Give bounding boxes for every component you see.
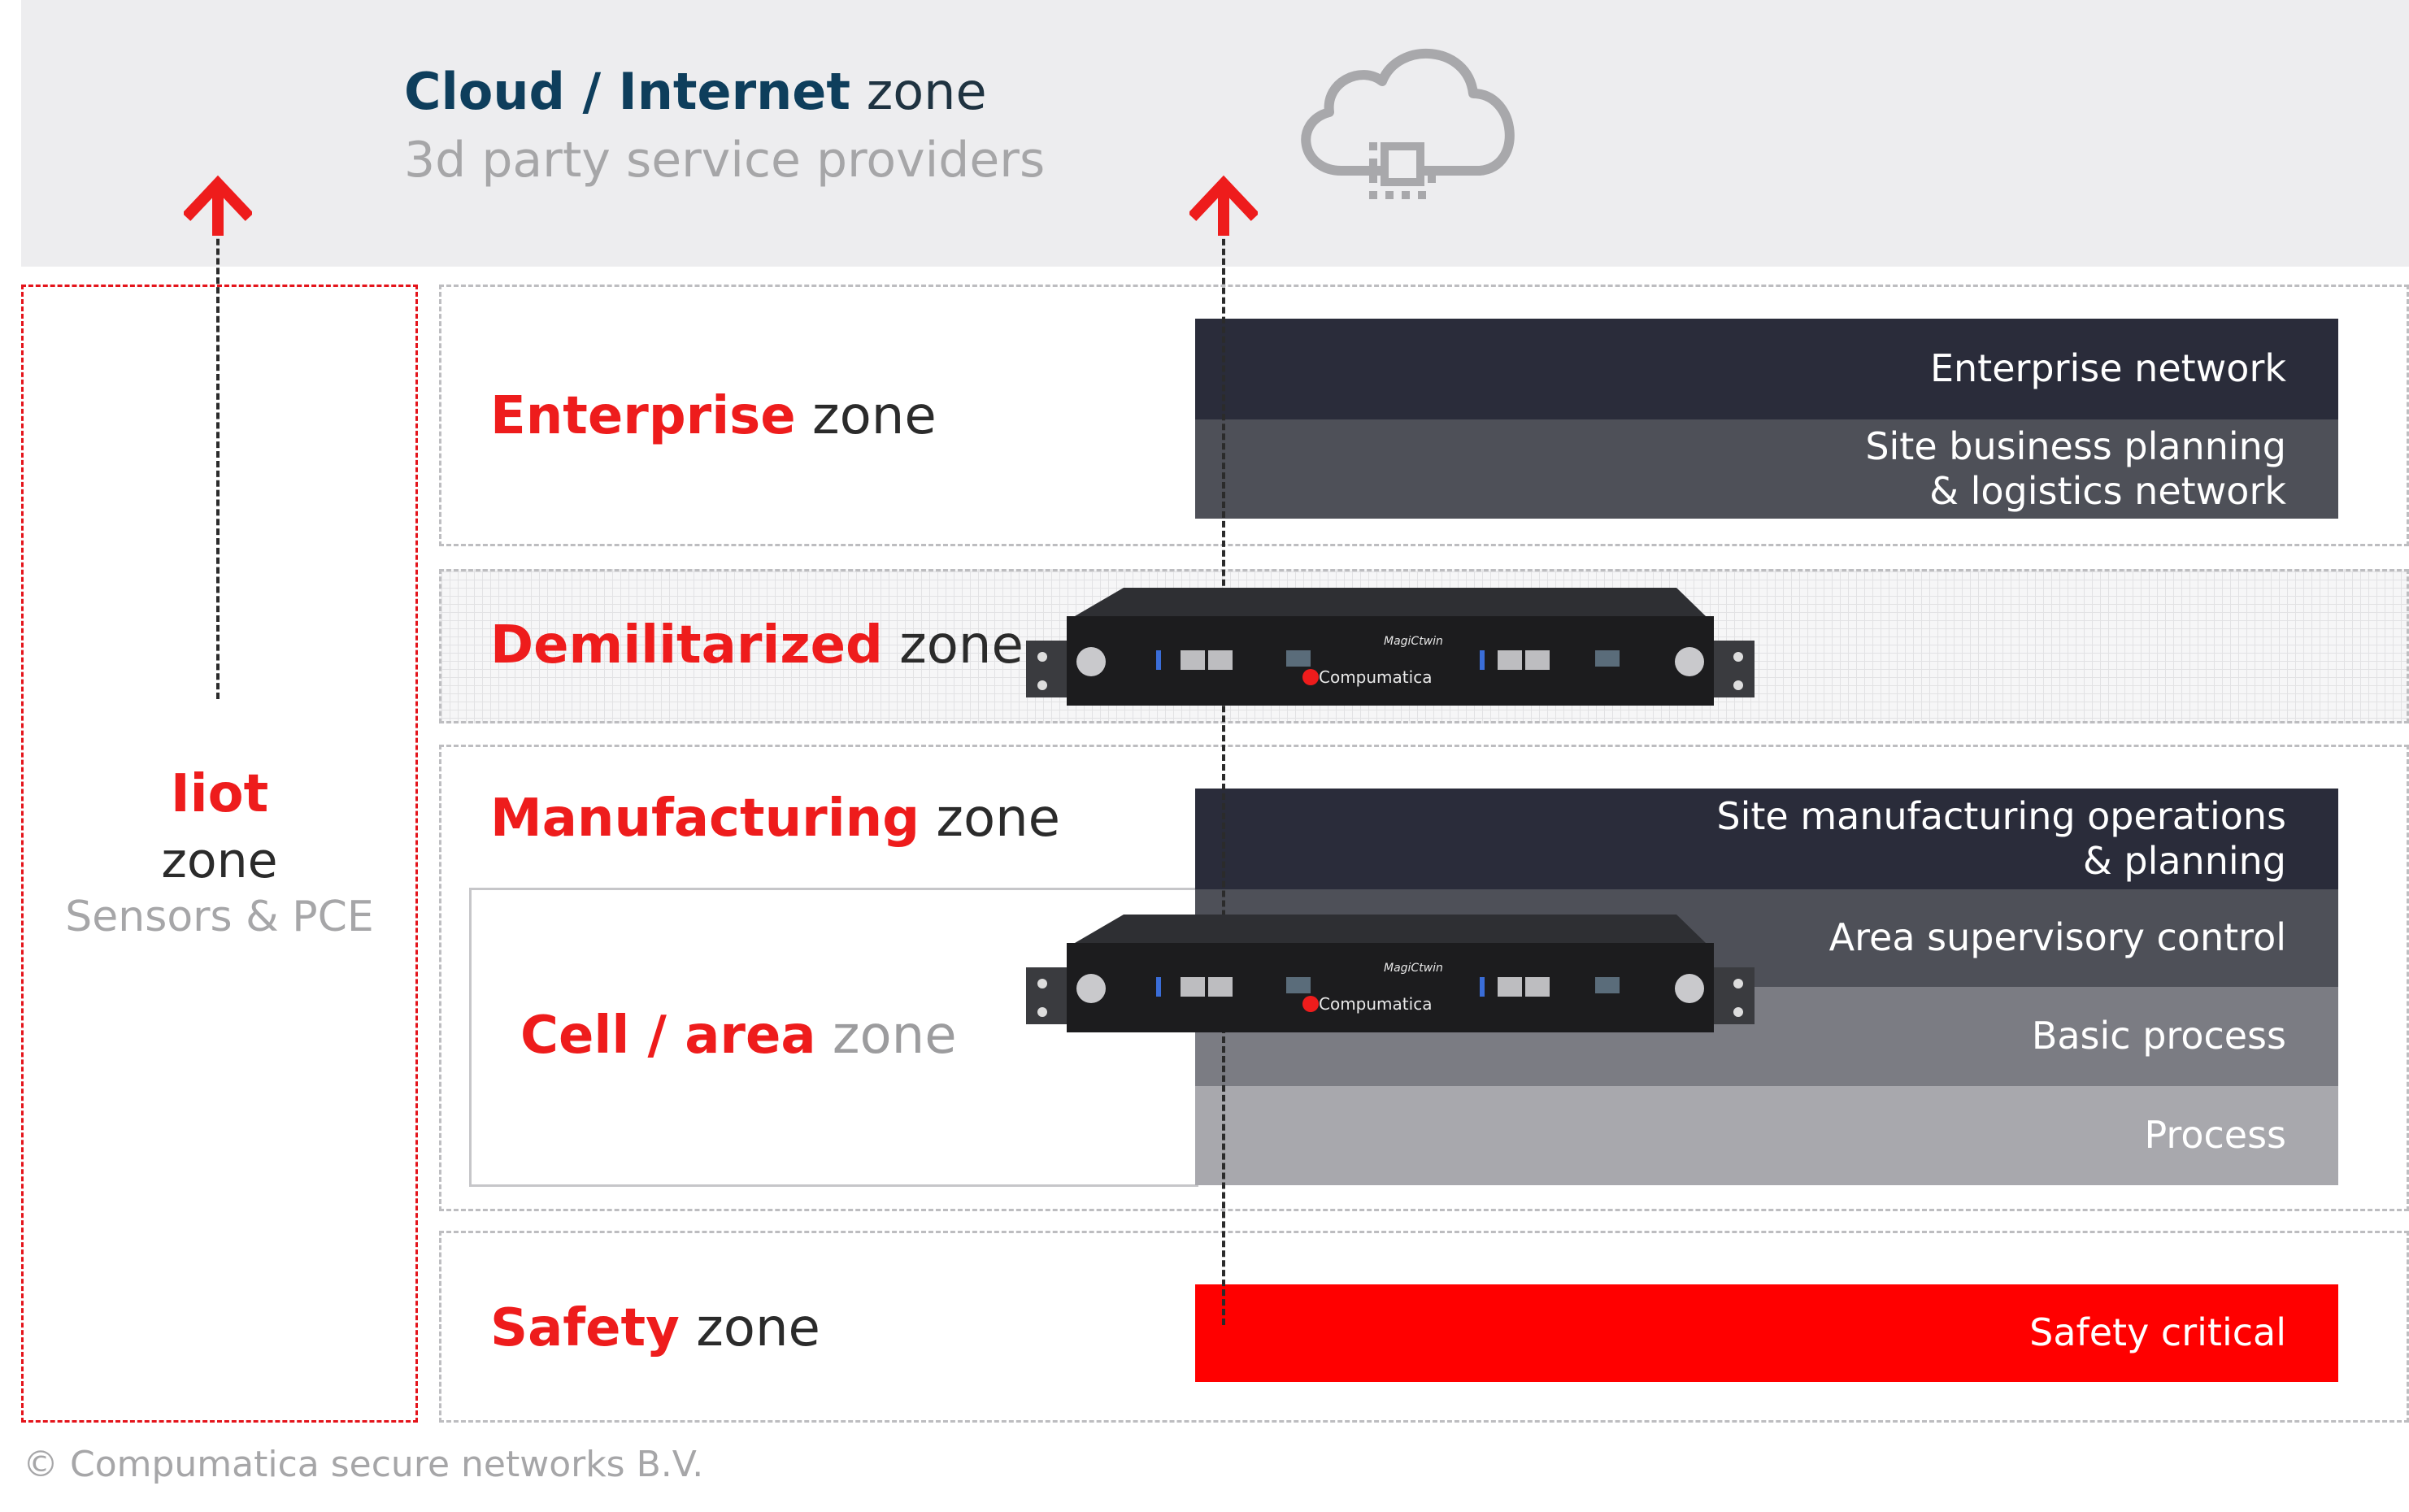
arrow-up-icon — [1189, 175, 1258, 236]
iiot-zone-title: Iiot — [170, 764, 269, 824]
layer-safety-critical: Safety critical — [1195, 1284, 2338, 1382]
layer-site-manufacturing: Site manufacturing operations & planning — [1195, 789, 2338, 889]
device-model-label: MagiCtwin — [1384, 962, 1443, 975]
firewall-device-cell: Compumatica MagiCtwin — [1026, 915, 1755, 1032]
cloud-zone-title-bold: Cloud / Internet — [404, 62, 850, 121]
main-connector-line — [1222, 219, 1225, 1325]
cloud-zone-title: Cloud / Internet zone — [404, 67, 987, 117]
cloud-internet-zone — [21, 0, 2409, 267]
manufacturing-zone-bold: Manufacturing — [490, 789, 920, 849]
layer-site-business-line1: Site business planning — [1865, 424, 2286, 468]
device-model-label: MagiCtwin — [1384, 635, 1443, 648]
enterprise-zone-box — [439, 285, 2409, 546]
iiot-zone-box — [21, 285, 418, 1423]
layer-basic-process-label: Basic process — [2031, 1014, 2286, 1058]
device-brand-label: Compumatica — [1319, 994, 1432, 1014]
layer-site-business-planning: Site business planning & logistics netwo… — [1195, 419, 2338, 519]
safety-zone-title: Safety zone — [490, 1302, 820, 1354]
cloud-zone-title-suffix: zone — [850, 62, 987, 121]
dmz-zone-bold: Demilitarized — [490, 615, 883, 676]
firewall-device-dmz: Compumatica MagiCtwin — [1026, 588, 1755, 706]
safety-zone-suffix: zone — [679, 1298, 820, 1358]
manufacturing-zone-title: Manufacturing zone — [490, 793, 1060, 845]
iiot-connector-line — [216, 219, 220, 699]
copyright-notice: © Compumatica secure networks B.V. — [23, 1444, 704, 1485]
layer-process: Process — [1195, 1086, 2338, 1185]
manufacturing-zone-box — [439, 745, 2409, 1211]
layer-process-label: Process — [2144, 1113, 2287, 1158]
layer-safety-critical-label: Safety critical — [2029, 1310, 2286, 1355]
arrow-up-icon — [184, 175, 252, 236]
demilitarized-zone-title: Demilitarized zone — [490, 619, 1024, 671]
device-brand-label: Compumatica — [1319, 667, 1432, 687]
cell-area-zone-box — [469, 888, 1198, 1187]
enterprise-zone-bold: Enterprise — [490, 386, 796, 446]
layer-enterprise-network: Enterprise network — [1195, 319, 2338, 419]
enterprise-zone-title: Enterprise zone — [490, 390, 937, 442]
safety-zone-box — [439, 1231, 2409, 1423]
layer-site-mfg-line1: Site manufacturing operations — [1716, 793, 2286, 838]
cell-area-zone-title: Cell / area zone — [520, 1010, 957, 1062]
manufacturing-zone-suffix: zone — [920, 789, 1061, 849]
iiot-zone-word: zone — [161, 832, 278, 889]
dmz-zone-suffix: zone — [882, 615, 1024, 676]
cloud-zone-subtitle: 3d party service providers — [404, 132, 1046, 189]
iiot-zone-subtitle: Sensors & PCE — [65, 893, 374, 941]
cloud-chip-icon — [1301, 48, 1515, 199]
enterprise-zone-suffix: zone — [795, 386, 937, 446]
layer-site-business-line2: & logistics network — [1929, 469, 2286, 513]
cell-zone-bold: Cell / area — [520, 1006, 816, 1066]
cell-zone-suffix: zone — [815, 1006, 957, 1066]
layer-enterprise-network-label: Enterprise network — [1929, 346, 2286, 391]
layer-site-mfg-line2: & planning — [2082, 839, 2286, 883]
layer-area-supervisory-label: Area supervisory control — [1828, 915, 2286, 960]
safety-zone-bold: Safety — [490, 1298, 680, 1358]
